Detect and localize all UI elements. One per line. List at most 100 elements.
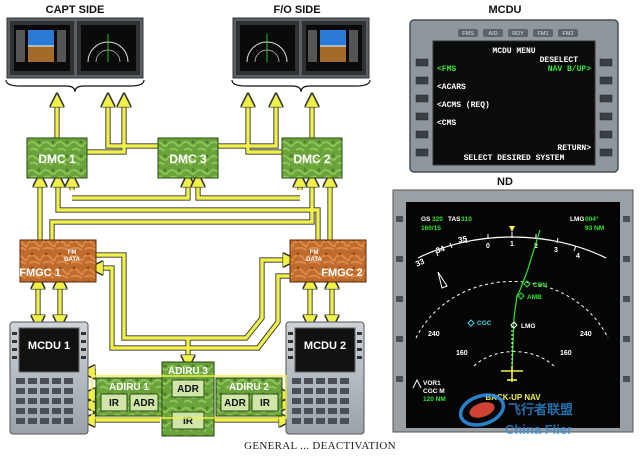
mcdu-fms-option[interactable]: <FMS: [437, 65, 456, 74]
nd-hdg-3: 3: [554, 247, 558, 254]
nd-hdg-1: 1: [510, 241, 514, 248]
svg-text:FMGC 2: FMGC 2: [321, 267, 363, 279]
lsk-1l[interactable]: [415, 58, 429, 67]
mcdu-2-unit: MCDU 2: [285, 321, 365, 435]
nd-hdg-35: 35: [457, 234, 468, 245]
nd-backup-nav-mode: BACK-UP NAV: [485, 393, 541, 402]
lsk-5r[interactable]: [599, 130, 613, 139]
lsk-6r[interactable]: [599, 148, 613, 157]
nd-panel: GS 320 TAS 310 160/15 LMG 004° 93 NM 33 …: [392, 189, 634, 433]
nd-range-inner-left: 160: [456, 350, 468, 357]
adiru-1-adr: ADR: [133, 398, 155, 409]
adiru-2-ir: IR: [260, 398, 271, 409]
adiru-tray: [91, 375, 287, 419]
lsk-1r[interactable]: [599, 58, 613, 67]
adiru-1-ir: IR: [109, 398, 120, 409]
mcdu-key-rdy[interactable]: [508, 29, 528, 37]
nd-vor-id: CGC M: [423, 388, 445, 395]
nd-hdg-34: 34: [435, 244, 447, 255]
mcdu-key-aid[interactable]: [483, 29, 503, 37]
mcdu-key-fms[interactable]: [458, 29, 478, 37]
mcdu-prompt: SELECT DESIRED SYSTEM: [464, 154, 565, 163]
nd-bearing-pointer-icon: [437, 271, 448, 289]
svg-text:ADIRU 3: ADIRU 3: [168, 366, 208, 377]
mcdu-nav-backup-option[interactable]: NAV B/UP>: [548, 65, 591, 74]
nd-screen: [406, 202, 620, 428]
nd-waypoint-cdn-icon: [523, 280, 531, 288]
mcdu-cms-option[interactable]: <CMS: [437, 119, 456, 128]
nd-vor-icon: [412, 378, 422, 389]
svg-text:AID: AID: [488, 31, 497, 37]
nd-tas-label: TAS: [448, 216, 461, 223]
nd-hdg-2: 2: [534, 243, 538, 250]
svg-text:FMS: FMS: [462, 31, 474, 37]
nd-lmg-dist: 93 NM: [585, 225, 604, 232]
adiru-3-block: ADIRU 3 ADR IR: [161, 361, 215, 437]
lsk-2r[interactable]: [599, 76, 613, 85]
svg-text:ADIRU 2: ADIRU 2: [229, 382, 269, 393]
svg-text:MCDU 2: MCDU 2: [304, 340, 346, 352]
nd-waypoint-cdn: CDN: [533, 282, 547, 289]
mcdu-return-option[interactable]: RETURN>: [557, 144, 591, 153]
svg-text:FMGC 1: FMGC 1: [19, 267, 61, 279]
watermark-cn-text: 飞行者联盟: [508, 402, 573, 418]
svg-text:DMC 2: DMC 2: [293, 152, 331, 166]
fo-nd: [240, 25, 295, 71]
mcdu-menu-title: MCDU MENU: [492, 47, 535, 56]
nd-range-inner-right: 160: [560, 350, 572, 357]
lsk-5l[interactable]: [415, 130, 429, 139]
mcdu-acms-option[interactable]: <ACMS (REQ): [437, 101, 490, 110]
mcdu-key-fm1[interactable]: [533, 29, 553, 37]
watermark-en-text: China Flier: [505, 422, 572, 437]
adiru-2-block: ADIRU 2 ADR IR: [215, 377, 283, 417]
lsk-2l[interactable]: [415, 76, 429, 85]
nd-waypoint-lmg: LMG: [521, 323, 535, 330]
nd-tas-value: 310: [461, 216, 472, 223]
nd-hdg-4: 4: [576, 253, 580, 260]
adiru-1-block: ADIRU 1 IR ADR: [95, 377, 163, 417]
fo-displays: [231, 17, 371, 93]
nd-lmg-bearing: 004°: [585, 215, 599, 223]
svg-text:MCDU 1: MCDU 1: [28, 340, 70, 352]
mcdu-key-fm2[interactable]: [558, 29, 578, 37]
nd-waypoint-cgc-icon: [467, 319, 475, 327]
lsk-4r[interactable]: [599, 112, 613, 121]
capt-side-label: CAPT SIDE: [46, 4, 105, 16]
lsk-3r[interactable]: [599, 94, 613, 103]
capt-nd: [81, 25, 136, 71]
dmc-1-block: DMC 1: [26, 137, 88, 179]
svg-text:FM1: FM1: [538, 31, 549, 37]
fmgc-2-block: FM DATA FMGC 2: [289, 239, 367, 283]
nd-gs-label: GS: [421, 216, 431, 223]
mcdu-menu-panel: FMS AID RDY FM1 FM2 MCDU MENU DESELECT: [409, 19, 619, 173]
nd-waypoint-amb: AMB: [527, 294, 542, 301]
nd-vor-label: VOR1: [423, 380, 441, 387]
lsk-4l[interactable]: [415, 112, 429, 121]
nd-hdg-0: 0: [486, 243, 490, 250]
dmc-3-block: DMC 3: [157, 137, 219, 179]
lsk-3l[interactable]: [415, 94, 429, 103]
svg-text:DMC 3: DMC 3: [169, 152, 207, 166]
nd-title: ND: [497, 176, 513, 188]
nd-range-outer-left: 240: [428, 331, 440, 338]
nd-waypoint-lmg-icon: [510, 321, 518, 329]
china-flier-logo-icon: [458, 393, 506, 427]
china-flier-watermark: 飞行者联盟 China Flier: [458, 393, 573, 437]
svg-text:DATA: DATA: [306, 257, 322, 263]
svg-text:FM: FM: [310, 250, 319, 256]
mcdu-title: MCDU: [489, 4, 522, 16]
fo-side-label: F/O SIDE: [273, 4, 320, 16]
nd-flight-plan: [511, 271, 528, 371]
lsk-6l[interactable]: [415, 148, 429, 157]
svg-text:FM2: FM2: [563, 31, 574, 37]
nd-range-outer-right: 240: [580, 331, 592, 338]
nd-waypoint-amb-icon: [517, 292, 525, 300]
adiru-2-adr: ADR: [224, 398, 246, 409]
capt-displays: [5, 17, 145, 93]
mcdu-acars-option[interactable]: <ACARS: [437, 83, 466, 92]
adiru-3-ir: IR: [183, 416, 194, 427]
nd-hdg-33: 33: [414, 257, 426, 269]
svg-text:RDY: RDY: [512, 31, 524, 37]
svg-text:DATA: DATA: [64, 257, 80, 263]
